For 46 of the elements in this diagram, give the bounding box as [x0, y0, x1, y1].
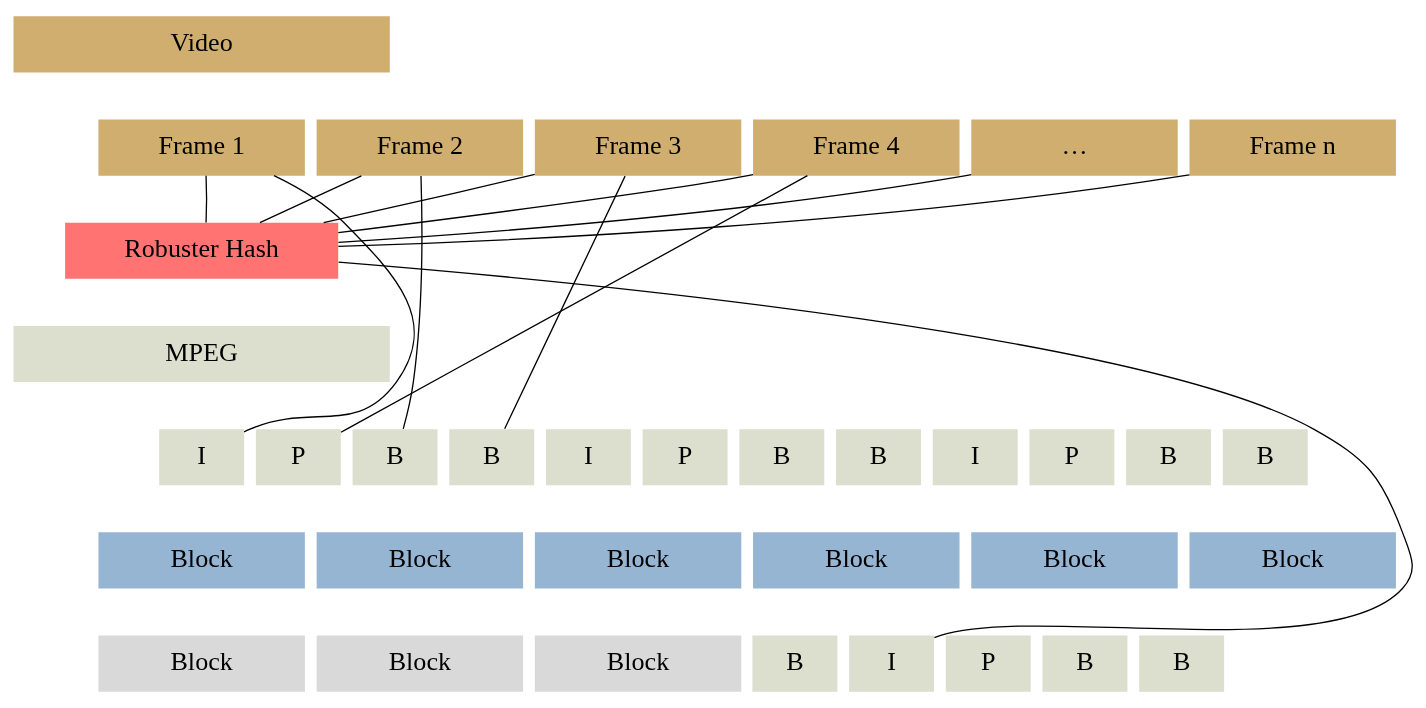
node-box: I — [849, 635, 935, 692]
node-box: Block — [1189, 532, 1396, 589]
node-box: I — [159, 429, 245, 486]
node-box: I — [545, 429, 631, 486]
node-box: Frame 4 — [753, 119, 960, 176]
node-box: Frame 2 — [316, 119, 524, 176]
node-box: B — [449, 429, 535, 486]
node-box: B — [836, 429, 921, 486]
node-box: B — [739, 429, 825, 486]
node-box: … — [971, 119, 1178, 176]
connector — [243, 175, 415, 433]
connector — [323, 173, 536, 224]
node-box: B — [352, 429, 438, 486]
node-box: P — [945, 635, 1031, 692]
node-box: B — [1139, 635, 1225, 692]
connector — [340, 175, 809, 433]
connector — [337, 174, 1191, 248]
node-box: Frame n — [1189, 119, 1396, 176]
node-box: P — [642, 429, 728, 486]
node-box: Block — [98, 635, 305, 692]
node-box: P — [255, 429, 341, 486]
node-box: Block — [971, 532, 1178, 589]
node-box: MPEG — [13, 325, 390, 383]
node-box: Block — [98, 532, 305, 589]
node-box: Frame 1 — [98, 119, 305, 176]
connector — [337, 174, 972, 243]
node-box: I — [932, 429, 1018, 486]
node-box: B — [1042, 635, 1128, 692]
node-box: B — [752, 635, 838, 692]
node-box: P — [1029, 429, 1115, 486]
connector — [337, 261, 1413, 639]
node-box: Block — [534, 532, 742, 589]
node-box: B — [1126, 429, 1212, 486]
node-box: Block — [316, 635, 524, 692]
connector — [504, 175, 626, 430]
connector — [205, 175, 208, 224]
node-box: Block — [534, 635, 742, 692]
node-box: Block — [753, 532, 960, 589]
node-box: Robuster Hash — [65, 222, 339, 279]
connector — [259, 175, 363, 224]
node-box: B — [1222, 429, 1308, 486]
node-box: Frame 3 — [534, 119, 742, 176]
node-box: Video — [13, 16, 390, 73]
connector — [337, 173, 754, 234]
node-box: Block — [316, 532, 524, 589]
connector — [402, 175, 423, 430]
